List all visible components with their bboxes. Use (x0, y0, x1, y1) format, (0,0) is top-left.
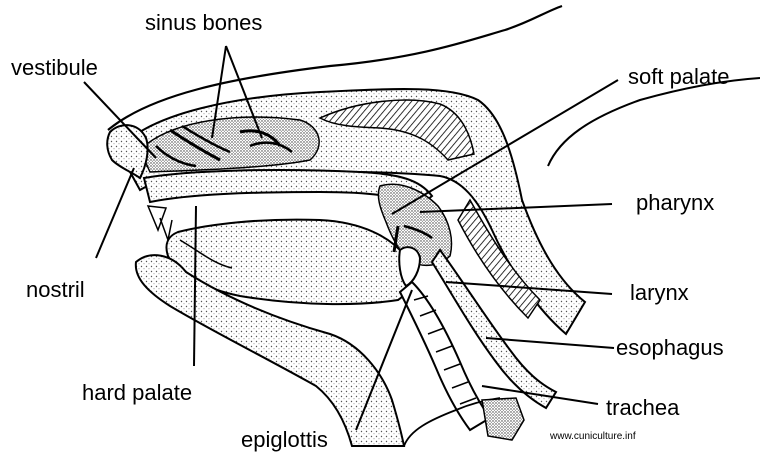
label-pharynx: pharynx (636, 192, 714, 214)
sternum-block (482, 398, 524, 440)
label-trachea: trachea (606, 397, 679, 419)
back-of-head-outline (548, 78, 760, 166)
label-nostril: nostril (26, 279, 85, 301)
label-hard-palate: hard palate (82, 382, 192, 404)
epiglottis-flap (399, 247, 420, 286)
source-credit: www.cuniculture.inf (550, 431, 636, 442)
label-esophagus: esophagus (616, 337, 724, 359)
label-soft-palate: soft palate (628, 66, 730, 88)
label-larynx: larynx (630, 282, 689, 304)
label-sinus-bones: sinus bones (145, 12, 262, 34)
nose-tip (107, 125, 147, 178)
label-vestibule: vestibule (11, 57, 98, 79)
label-epiglottis: epiglottis (241, 429, 328, 451)
